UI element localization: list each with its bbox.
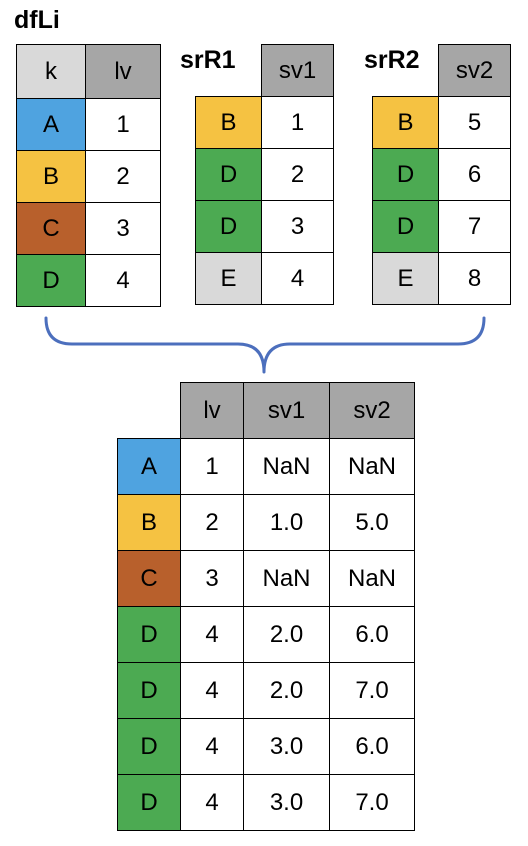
srr1-key-cell: D <box>195 148 262 201</box>
srr1-value-cell: 1 <box>261 96 334 149</box>
result-key-cell: D <box>117 774 181 831</box>
srr2-key-cell: B <box>372 96 439 149</box>
result-key-cell: C <box>117 550 181 607</box>
result-key-cell: D <box>117 662 181 719</box>
result-lv-cell: 2 <box>180 494 244 551</box>
result-key-cell: A <box>117 438 181 495</box>
srr1-key-cell: D <box>195 200 262 253</box>
result-lv-cell: 4 <box>180 718 244 775</box>
srr1-key-cell: B <box>195 96 262 149</box>
srr1-table: sv1 B 1 D 2 D 3 E 4 <box>195 44 334 305</box>
srr2-header-sv2: sv2 <box>438 44 511 97</box>
srr2-table: sv2 B 5 D 6 D 7 E 8 <box>372 44 511 305</box>
merge-brace-path <box>44 316 486 374</box>
dfli-value-cell: 3 <box>85 202 161 255</box>
srr1-value-cell: 3 <box>261 200 334 253</box>
result-sv1-cell: 3.0 <box>243 718 330 775</box>
result-sv2-cell: 6.0 <box>329 718 415 775</box>
result-lv-cell: 1 <box>180 438 244 495</box>
result-lv-cell: 4 <box>180 606 244 663</box>
result-header-sv1: sv1 <box>243 382 330 439</box>
dfli-title: dfLi <box>14 6 60 34</box>
srr1-key-cell: E <box>195 252 262 305</box>
dfli-value-cell: 2 <box>85 150 161 203</box>
result-sv1-cell: 2.0 <box>243 606 330 663</box>
result-sv2-cell: 7.0 <box>329 662 415 719</box>
result-sv2-cell: 5.0 <box>329 494 415 551</box>
result-sv1-cell: NaN <box>243 438 330 495</box>
result-sv1-cell: 2.0 <box>243 662 330 719</box>
srr2-value-cell: 6 <box>438 148 511 201</box>
result-key-cell: B <box>117 494 181 551</box>
result-sv1-cell: 1.0 <box>243 494 330 551</box>
result-header-lv: lv <box>180 382 244 439</box>
result-key-cell: D <box>117 718 181 775</box>
srr2-value-cell: 8 <box>438 252 511 305</box>
result-sv2-cell: NaN <box>329 438 415 495</box>
dfli-key-cell: B <box>16 150 86 203</box>
result-table: lv sv1 sv2 A 1 NaN NaN B 2 1.0 5.0 C 3 N… <box>117 382 415 831</box>
result-header-sv2: sv2 <box>329 382 415 439</box>
result-sv1-cell: NaN <box>243 550 330 607</box>
srr1-value-cell: 2 <box>261 148 334 201</box>
result-blank-corner <box>118 383 181 439</box>
result-sv2-cell: 6.0 <box>329 606 415 663</box>
dfli-value-cell: 4 <box>85 254 161 307</box>
result-lv-cell: 4 <box>180 662 244 719</box>
result-key-cell: D <box>117 606 181 663</box>
result-lv-cell: 4 <box>180 774 244 831</box>
result-sv2-cell: 7.0 <box>329 774 415 831</box>
srr2-value-cell: 7 <box>438 200 511 253</box>
srr1-header-sv1: sv1 <box>261 44 334 97</box>
dfli-table: k lv A 1 B 2 C 3 D 4 <box>16 44 161 307</box>
result-sv2-cell: NaN <box>329 550 415 607</box>
srr1-title: srR1 <box>180 46 236 74</box>
dfli-key-cell: D <box>16 254 86 307</box>
srr2-title: srR2 <box>364 46 420 74</box>
result-sv1-cell: 3.0 <box>243 774 330 831</box>
srr2-key-cell: E <box>372 252 439 305</box>
result-lv-cell: 3 <box>180 550 244 607</box>
srr1-value-cell: 4 <box>261 252 334 305</box>
dfli-value-cell: 1 <box>85 98 161 151</box>
srr2-key-cell: D <box>372 200 439 253</box>
dfli-key-cell: C <box>16 202 86 255</box>
